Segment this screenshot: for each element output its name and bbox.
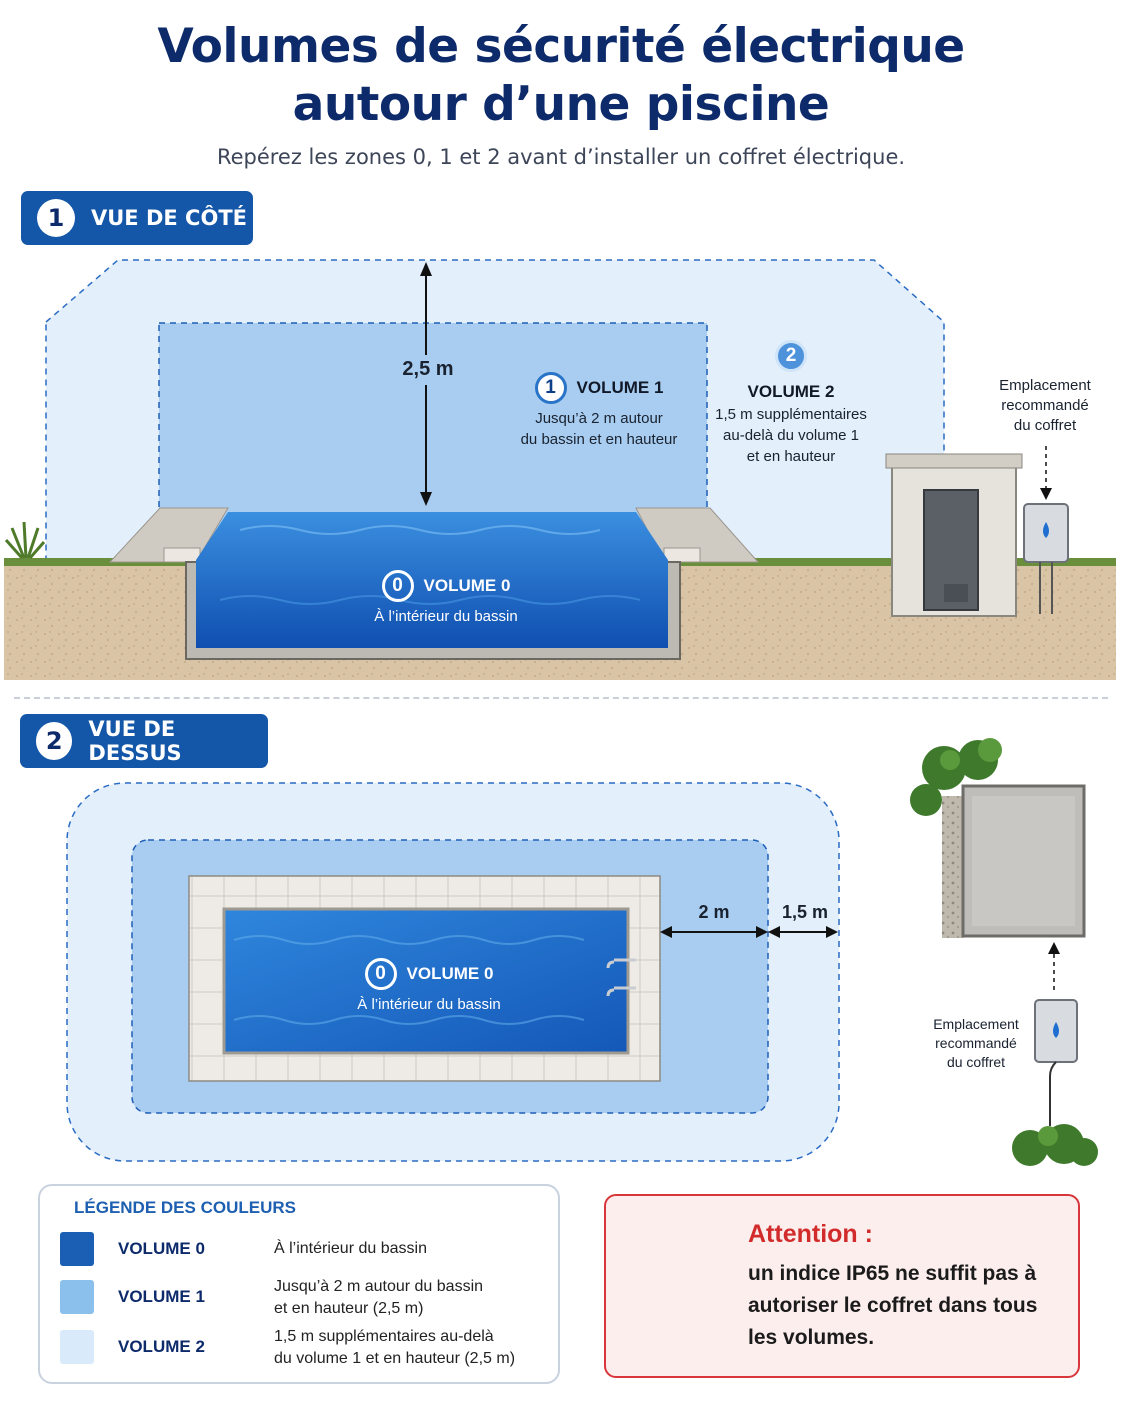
volume-1-line-1: Jusqu’à 2 m autour [535,410,663,427]
legend-title: LÉGENDE DES COULEURS [74,1198,296,1217]
legend-desc-volume-1-line-2: et en hauteur (2,5 m) [274,1300,424,1317]
pool-water-top [222,907,630,1055]
title-line-1: Volumes de sécurité électrique [157,19,965,74]
volume-2-line-3: et en hauteur [746,448,836,465]
dimension-1-5m: 1,5 m [781,902,829,922]
volume-1-title: VOLUME 1 [576,378,664,397]
section-tag-top-view: 2 VUE DE DESSUS [20,714,268,768]
box-location-label-side: Emplacement recommandé du coffret [980,376,1110,436]
legend-name-volume-2: VOLUME 2 [118,1337,205,1356]
section-number-2: 2 [36,722,73,760]
volume-1-label: 1 VOLUME 1 Jusqu’à 2 m autour du bassin … [504,372,694,450]
legend-desc-volume-0: À l’intérieur du bassin [274,1240,427,1257]
legend-swatch-volume-0 [60,1232,94,1266]
legend-row-volume-2: VOLUME 2 1,5 m supplémentaires au-delà d… [60,1324,550,1370]
gravel-strip [942,796,964,938]
warning-callout: Attention : un indice IP65 ne suffit pas… [604,1194,1080,1378]
section-label-top-view: VUE DE DESSUS [88,717,182,765]
section-number-1: 1 [37,199,75,237]
box-label-side-line-2: recommandé [1001,397,1089,414]
volume-0-badge-side: 0 [381,570,414,602]
box-label-side-line-3: du coffret [1013,417,1077,434]
warning-body: un indice IP65 ne suffit pas à autoriser… [748,1262,1038,1349]
volume-0-title-top: VOLUME 0 [406,964,494,983]
legend-desc-volume-2-line-1: 1,5 m supplémentaires au-delà [274,1328,494,1345]
volume-0-line-top: À l’intérieur du bassin [357,996,501,1013]
box-label-top-line-3: du coffret [946,1054,1006,1070]
volume-2-title: VOLUME 2 [747,382,835,401]
volume-2-line-2: au-delà du volume 1 [723,427,859,444]
box-label-top-line-2: recommandé [935,1035,1017,1051]
volume-0-label-top: 0 VOLUME 0 À l’intérieur du bassin [326,958,532,1015]
plant-left [4,521,46,559]
legend-swatch-volume-1 [60,1280,94,1314]
height-label: 2,5 m [402,358,454,380]
legend-swatch-volume-2 [60,1330,94,1364]
pool-water [196,512,668,648]
side-view-diagram [4,259,1116,680]
legend-desc-volume-1: Jusqu’à 2 m autour du bassin et en haute… [274,1276,483,1320]
volume-0-badge-top: 0 [364,958,397,990]
section-label-side-view: VUE DE CÔTÉ [91,206,247,230]
section-divider [14,697,1108,699]
legend-desc-volume-2-line-2: du volume 1 et en hauteur (2,5 m) [274,1350,516,1367]
legend-desc-volume-1-line-1: Jusqu’à 2 m autour du bassin [274,1278,484,1295]
legend-name-volume-1: VOLUME 1 [118,1287,205,1306]
legend-desc-volume-2: 1,5 m supplémentaires au-delà du volume … [274,1326,515,1370]
page-subtitle: Repérez les zones 0, 1 et 2 avant d’inst… [216,145,906,169]
pool-ladder [606,958,636,997]
volume-2-line-1: 1,5 m supplémentaires [715,406,867,423]
volume-0-line-side: À l’intérieur du bassin [374,608,518,625]
color-legend: LÉGENDE DES COULEURS VOLUME 0 À l’intéri… [38,1184,560,1384]
legend-name-volume-0: VOLUME 0 [118,1239,205,1258]
volume-0-label-side: 0 VOLUME 0 À l’intérieur du bassin [346,570,546,627]
shrub-bottom [1012,1124,1098,1166]
shrub-top [910,738,1002,816]
volume-2-badge: 2 [775,340,807,372]
section-tag-side-view: 1 VUE DE CÔTÉ [21,191,253,245]
warning-heading: Attention : [748,1220,873,1248]
volume-2-label: 2 VOLUME 2 1,5 m supplémentaires au-delà… [706,340,876,467]
box-location-label-top: Emplacement recommandé du coffret [916,1015,1036,1072]
box-label-top-line-1: Emplacement [933,1016,1019,1032]
box-label-side-line-1: Emplacement [999,377,1091,394]
legend-row-volume-1: VOLUME 1 Jusqu’à 2 m autour du bassin et… [60,1274,550,1320]
volume-0-title-side: VOLUME 0 [423,576,511,595]
dimension-2m: 2 m [698,902,730,922]
legend-row-volume-0: VOLUME 0 À l’intérieur du bassin [60,1226,550,1272]
title-line-2: autour d’une piscine [292,77,830,132]
volume-1-line-2: du bassin et en hauteur [520,431,678,448]
page-title: Volumes de sécurité électrique autour d’… [0,18,1122,134]
volume-1-badge: 1 [534,372,567,404]
